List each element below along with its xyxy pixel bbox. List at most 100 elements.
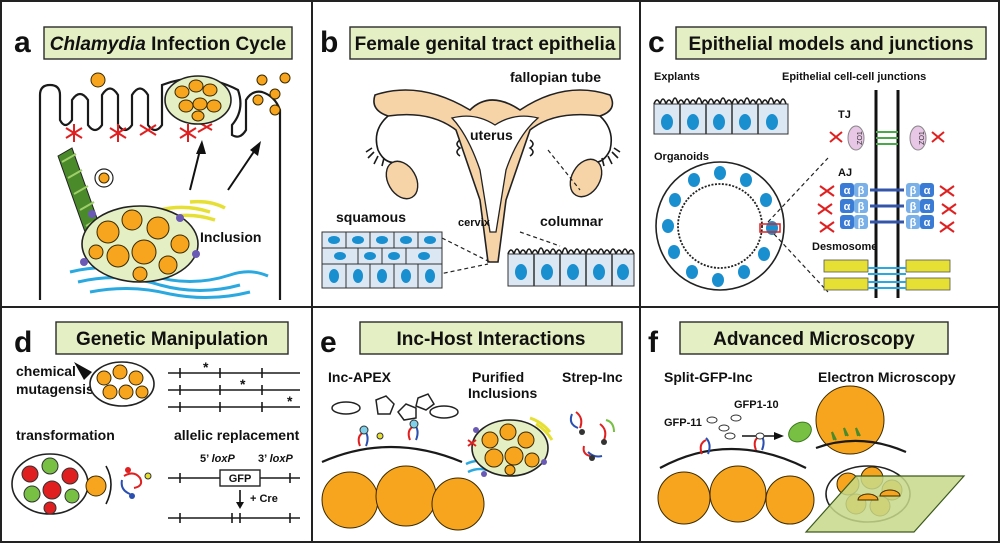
beta-label: β	[910, 201, 917, 213]
panel-a-title: Chlamydia Infection Cycle	[50, 34, 287, 55]
fimbriae-right	[601, 147, 621, 167]
columnar-label: columnar	[540, 213, 604, 229]
purified-label-1: Purified	[472, 369, 524, 385]
uterine-cavity	[450, 115, 540, 233]
inc-apex-label: Inc-APEX	[328, 369, 392, 385]
panel-letter-d: d	[14, 326, 32, 359]
panel-letter-b: b	[320, 26, 338, 59]
cervix-label: cervix	[458, 217, 491, 229]
release-arrows	[189, 140, 261, 191]
panel-f: f Advanced Microscopy Split-GFP-Inc Elec…	[648, 321, 966, 533]
early-inclusion-bacteria	[174, 79, 222, 122]
panel-c-title-box	[675, 26, 987, 60]
panel-c-title: Epithelial models and junctions	[688, 34, 973, 55]
aj-label: AJ	[838, 167, 852, 179]
tj-label: TJ	[838, 109, 851, 121]
inclusion-label: Inclusion	[200, 229, 261, 245]
loxp3-label: 3’ loxP	[258, 453, 294, 465]
mutagenized-bacteria	[96, 364, 149, 400]
alpha-label: α	[844, 185, 851, 197]
plasmid-red	[123, 472, 143, 489]
columnar-pointer-a	[547, 149, 581, 191]
junctions-label: Epithelial cell-cell junctions	[782, 71, 926, 83]
panel-letter-f: f	[648, 326, 659, 359]
alpha-label: α	[844, 201, 851, 213]
mutation-star-3: *	[287, 393, 293, 409]
mutated-genomes	[168, 368, 300, 412]
beta-label: β	[910, 217, 917, 229]
attaching-bacterium	[90, 72, 106, 88]
gfp-label: GFP	[229, 473, 252, 485]
panel-letter-e: e	[320, 326, 337, 359]
inc-apex-scheme	[321, 393, 485, 531]
actin-filaments	[65, 121, 213, 142]
desmosome	[823, 259, 951, 291]
split-gfp-label: Split-GFP-Inc	[664, 369, 753, 385]
panel-e-title-box	[359, 321, 623, 355]
allelic-replacement-label: allelic replacement	[174, 427, 300, 443]
columnar-epithelium	[507, 247, 635, 287]
split-gfp-scheme	[657, 414, 815, 525]
electron-microscopy-label: Electron Microscopy	[818, 369, 956, 385]
panel-a: a Chlamydia Infection Cycle	[14, 26, 293, 300]
panel-f-title-box	[679, 321, 949, 355]
alpha-label: α	[924, 201, 931, 213]
panel-a-title-rest: Infection Cycle	[146, 34, 286, 55]
plasmid-bead-blue	[129, 493, 135, 499]
panel-c: c Epithelial models and junctions Explan…	[648, 26, 987, 298]
adherens-junction: α β β α α β β α α β β α	[817, 183, 957, 233]
plasmid-blue	[120, 479, 131, 495]
fallopian-tube-label: fallopian tube	[510, 69, 601, 85]
mutagen-arrowhead	[74, 362, 92, 380]
panel-e: e Inc-Host Interactions Inc-APEX Purifie…	[320, 321, 623, 531]
transformation-bacterium	[85, 475, 107, 497]
mature-inclusion-bacteria	[88, 209, 190, 282]
purified-inclusion	[465, 416, 554, 477]
alpha-label: α	[924, 217, 931, 229]
zo1-label-right: ZO1	[919, 131, 926, 145]
panel-b: b Female genital tract epithelia fallopi…	[320, 26, 635, 289]
organoid-zoom-line-top	[767, 157, 829, 223]
organoid	[655, 161, 785, 291]
fimbriae-left	[365, 147, 385, 167]
transformation-label: transformation	[16, 427, 115, 443]
mutagensis-label: mutagensis	[16, 381, 94, 397]
panel-a-title-box	[43, 26, 293, 60]
beta-label: β	[858, 217, 865, 229]
uterine-folds	[456, 139, 534, 157]
gfp-box	[219, 469, 261, 487]
ovary-right	[569, 158, 603, 198]
strep-inc-label: Strep-Inc	[562, 369, 623, 385]
plasmid-bead-yellow	[144, 472, 152, 480]
gfp-11-label: GFP-11	[664, 417, 702, 429]
loxp3-text: loxP	[270, 453, 294, 465]
panel-d-title: Genetic Manipulation	[76, 329, 268, 350]
mutation-star-2: *	[240, 376, 246, 392]
transformed-bacteria	[21, 457, 80, 515]
beta-label: β	[858, 185, 865, 197]
panel-a-title-italic: Chlamydia	[50, 34, 147, 55]
panel-e-title: Inc-Host Interactions	[397, 329, 586, 350]
fallopian-tube-right	[589, 115, 613, 164]
loxp3-prefix: 3’	[258, 453, 270, 465]
released-bacteria	[252, 72, 291, 116]
panel-letter-a: a	[14, 26, 31, 59]
loxp5-label: 5’ loxP	[200, 453, 236, 465]
beta-label: β	[858, 201, 865, 213]
panel-d-title-box	[55, 321, 289, 355]
chemical-label: chemical	[16, 363, 76, 379]
tight-junction: ZO1 ZO1	[829, 125, 945, 151]
plasmid-bead-red	[125, 467, 131, 473]
explants-label: Explants	[654, 71, 700, 83]
alpha-label: α	[844, 217, 851, 229]
strep-inc-proteins	[569, 411, 615, 461]
alpha-label: α	[924, 185, 931, 197]
organoid-zoom-line-bottom	[773, 233, 829, 293]
zo1-label-left: ZO1	[857, 131, 864, 145]
columnar-pointer-b	[519, 231, 561, 247]
host-membrane	[38, 77, 282, 300]
panel-f-title: Advanced Microscopy	[713, 329, 915, 350]
